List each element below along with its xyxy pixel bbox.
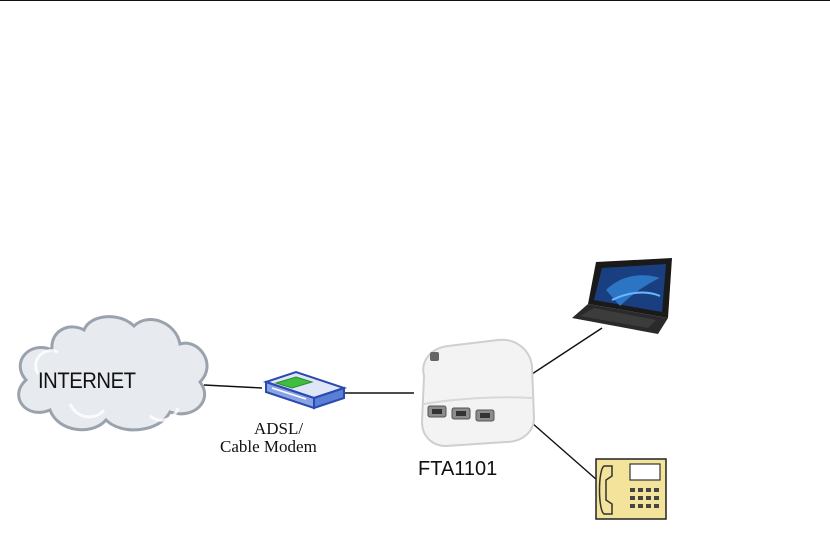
phone-icon (596, 459, 666, 519)
link-fta-laptop (532, 328, 602, 374)
modem-label-line1: ADSL/ (254, 420, 303, 438)
laptop-icon (572, 258, 672, 334)
link-cloud-modem (204, 385, 262, 388)
link-fta-phone (532, 423, 597, 480)
cloud-label: INTERNET (38, 368, 136, 394)
fta-label: FTA1101 (418, 458, 497, 481)
modem-icon (266, 372, 344, 408)
fta-device-icon (422, 340, 534, 446)
modem-label-line2: Cable Modem (220, 438, 317, 456)
